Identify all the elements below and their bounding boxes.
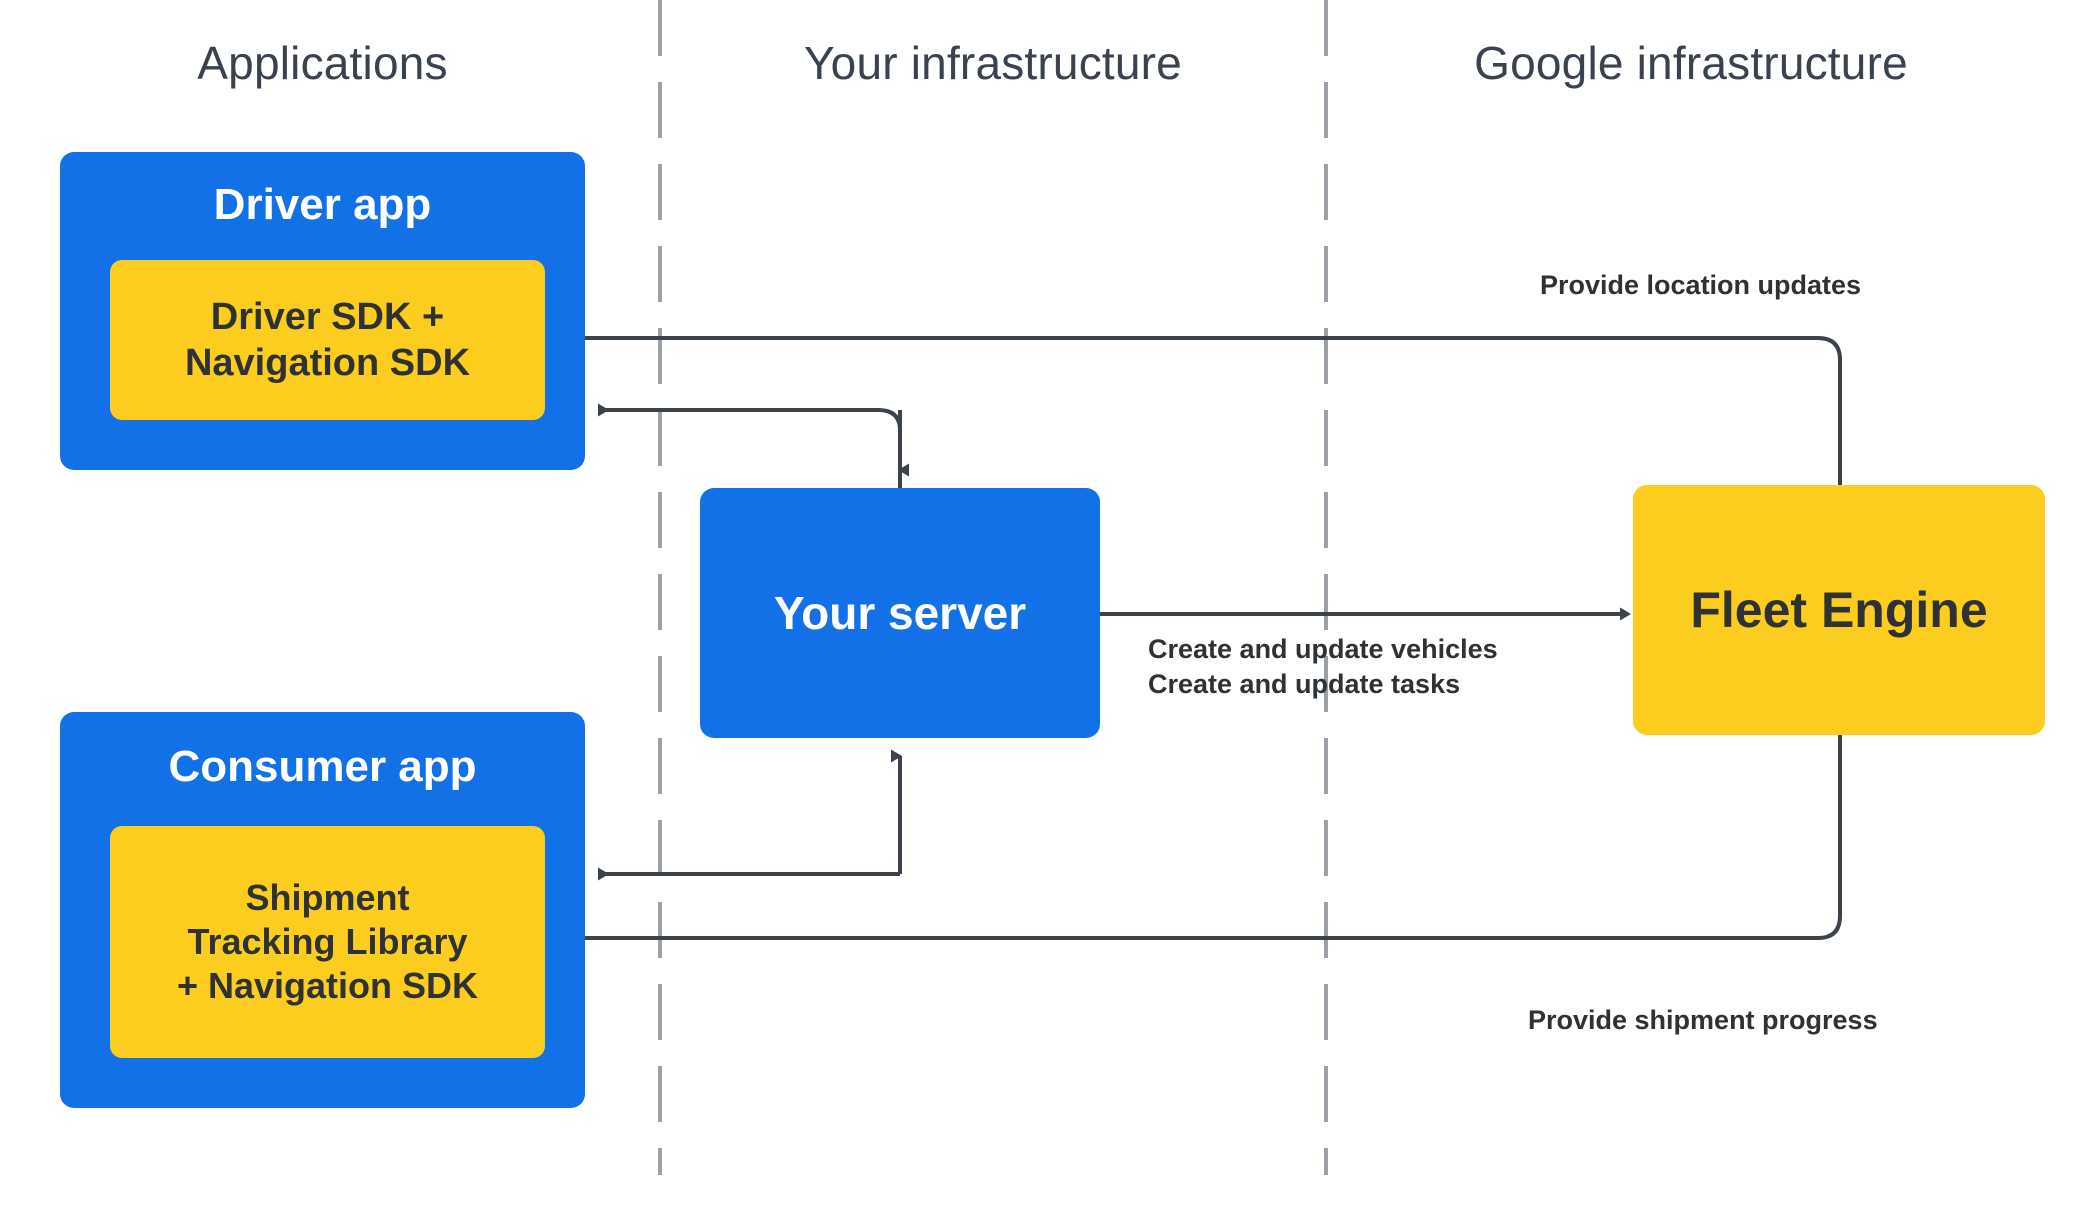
zone-label-google-infrastructure: Google infrastructure	[1474, 37, 1908, 89]
driver-sdk-line-1: Driver SDK +	[210, 295, 445, 338]
shipment-tracking-line-2: Tracking Library	[187, 921, 468, 963]
driver-sdk-line-2: Navigation SDK	[184, 342, 471, 384]
edge-server-to-driver	[598, 403, 902, 488]
shipment-tracking-line-1: Shipment	[245, 877, 410, 919]
zone-label-your-infrastructure: Your infrastructure	[804, 37, 1182, 89]
node-shipment-tracking-library[interactable]: Shipment Tracking Library + Navigation S…	[110, 826, 545, 1058]
edge-location-updates	[568, 331, 1842, 485]
node-fleet-engine[interactable]: Fleet Engine	[1633, 485, 2045, 735]
node-driver-app[interactable]: Driver app Driver SDK + Navigation SDK	[60, 152, 585, 470]
create-update-line-2: Create and update tasks	[1148, 668, 1461, 699]
edge-label-shipment-progress: Provide shipment progress	[1528, 1005, 1878, 1035]
edge-label-location-updates: Provide location updates	[1540, 270, 1862, 300]
driver-app-title: Driver app	[213, 180, 432, 229]
edge-label-create-and-update: Create and update vehicles Create and up…	[1148, 632, 1498, 701]
fleet-engine-label: Fleet Engine	[1690, 582, 1988, 638]
node-driver-sdk[interactable]: Driver SDK + Navigation SDK	[110, 260, 545, 420]
consumer-app-title: Consumer app	[168, 742, 477, 791]
shipment-tracking-line-3: + Navigation SDK	[176, 964, 479, 1006]
create-update-line-1: Create and update vehicles	[1148, 634, 1498, 664]
node-consumer-app[interactable]: Consumer app Shipment Tracking Library +…	[60, 712, 585, 1108]
zone-label-applications: Applications	[197, 37, 448, 89]
edge-shipment-progress	[568, 735, 1842, 945]
node-your-server[interactable]: Your server	[700, 488, 1100, 738]
your-server-label: Your server	[773, 587, 1027, 639]
